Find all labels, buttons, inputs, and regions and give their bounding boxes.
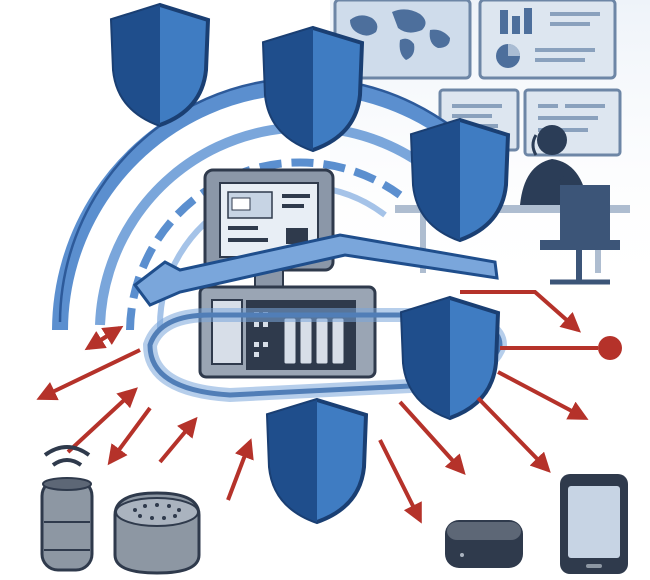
- smart-speaker-icon: [40, 445, 94, 572]
- arrow: [66, 387, 138, 454]
- monitoring-room: [330, 0, 650, 300]
- threat-arrows: [36, 290, 589, 524]
- shields: [109, 2, 511, 525]
- protection-arcs: [52, 76, 476, 331]
- shield-icon: [109, 2, 211, 128]
- arrow: [378, 439, 422, 524]
- router-icon: [445, 520, 523, 568]
- arrow: [107, 406, 152, 466]
- operator-icon: [395, 125, 630, 285]
- arrow: [36, 348, 141, 401]
- threat-endpoint: [500, 336, 622, 360]
- smartphone-icon: [560, 474, 628, 574]
- shield-icon: [399, 295, 501, 421]
- bar-chart-screen: [478, 0, 617, 80]
- arrow: [460, 290, 581, 333]
- arrow: [158, 416, 198, 464]
- arrow: [476, 396, 551, 473]
- shield-icon: [409, 117, 511, 243]
- smart-hub-icon: [113, 491, 201, 575]
- arrow: [398, 400, 466, 475]
- arrow: [497, 370, 589, 420]
- arrow: [86, 325, 124, 350]
- protection-ribbon: [132, 233, 508, 403]
- shield-icon: [261, 25, 365, 153]
- map-screen: [333, 0, 472, 80]
- shield-icon: [265, 397, 369, 525]
- arrow: [226, 438, 254, 501]
